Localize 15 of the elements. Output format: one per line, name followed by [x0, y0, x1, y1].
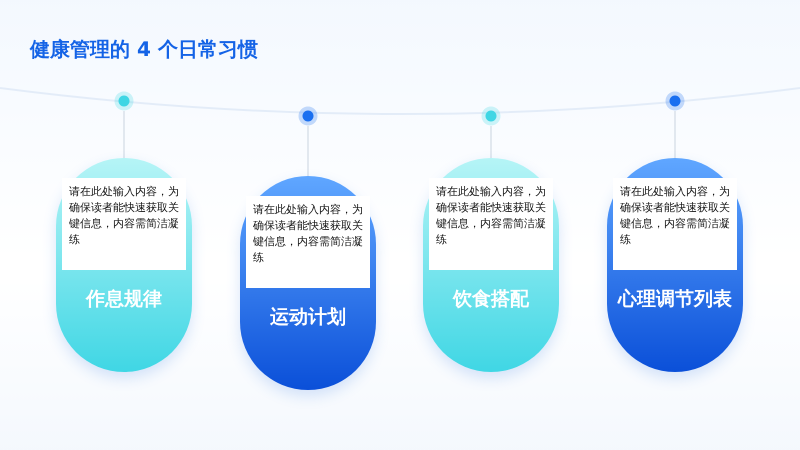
dot-marker: [114, 91, 134, 111]
description-text: 请在此处输入内容，为确保读者能快速获取关键信息，内容需简洁凝练: [246, 196, 370, 288]
description-text: 请在此处输入内容，为确保读者能快速获取关键信息，内容需简洁凝练: [429, 178, 553, 270]
card-heading: 饮食搭配: [452, 287, 530, 312]
card-heading: 作息规律: [84, 287, 163, 312]
dot-marker: [665, 91, 685, 111]
card-heading: 心理调节列表: [616, 287, 733, 312]
dot-marker: [481, 106, 501, 126]
connector-line: [490, 126, 492, 158]
dot-marker: [298, 106, 318, 126]
connector-line: [674, 110, 676, 158]
title: 健康管理的 4 个日常习惯: [30, 36, 258, 63]
card-heading: 运动计划: [269, 305, 347, 330]
description-text: 请在此处输入内容，为确保读者能快速获取关键信息，内容需简洁凝练: [62, 178, 186, 270]
description-text: 请在此处输入内容，为确保读者能快速获取关键信息，内容需简洁凝练: [613, 178, 737, 270]
